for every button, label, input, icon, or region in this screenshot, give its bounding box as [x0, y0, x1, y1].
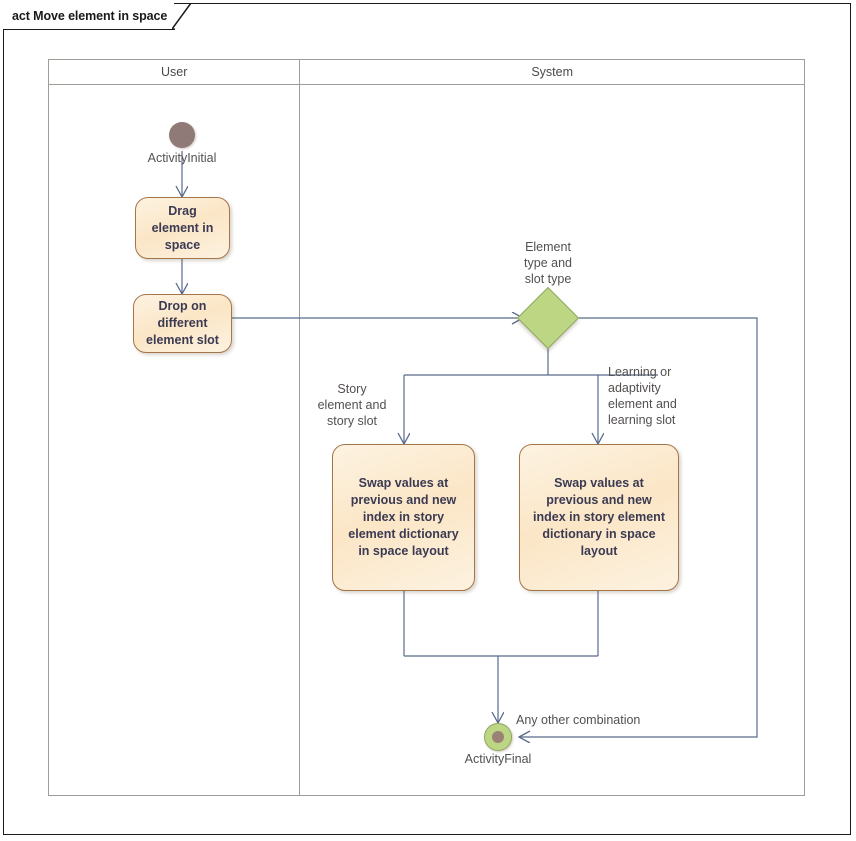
- action-swap-values-learning-label: Swap values at previous and new index in…: [533, 476, 665, 558]
- diagram-title-tab-slant: [172, 3, 202, 30]
- activity-final-inner-dot: [492, 731, 504, 743]
- decision-label: Element type and slot type: [524, 240, 572, 286]
- swimlane-header-row: User System: [48, 59, 805, 85]
- action-swap-values-story[interactable]: Swap values at previous and new index in…: [332, 444, 475, 591]
- action-swap-values-story-label: Swap values at previous and new index in…: [348, 476, 459, 558]
- diagram-title: act Move element in space: [12, 9, 168, 23]
- swimlane-body-user: [49, 85, 301, 795]
- swimlane-header-user[interactable]: User: [49, 60, 301, 84]
- activity-initial-label: ActivityInitial: [147, 151, 217, 165]
- swimlane-header-system-label: System: [531, 65, 574, 79]
- edge-label-other-combination: Any other combination: [516, 713, 641, 727]
- swimlane-header-user-label: User: [160, 65, 188, 79]
- activity-final-node[interactable]: [484, 723, 512, 751]
- action-drag-element-in-space-label: Drag element in space: [151, 203, 214, 252]
- diagram-title-tab-body: act Move element in space: [3, 3, 175, 30]
- swimlane-body-row: [48, 85, 805, 796]
- action-swap-values-learning[interactable]: Swap values at previous and new index in…: [519, 444, 679, 591]
- edge-label-story-branch: Story element and story slot: [317, 382, 387, 428]
- swimlane-header-system[interactable]: System: [300, 60, 804, 84]
- diagram-title-tab: act Move element in space: [3, 3, 175, 30]
- action-drag-element-in-space[interactable]: Drag element in space: [135, 197, 230, 259]
- swimlane-body-system: [300, 85, 804, 795]
- swimlane-grid: User System: [48, 59, 805, 796]
- activity-initial-node[interactable]: [169, 122, 195, 148]
- activity-final-label: ActivityFinal: [464, 752, 532, 766]
- action-drop-on-different-element-slot[interactable]: Drop on different element slot: [133, 294, 232, 353]
- action-drop-on-different-element-slot-label: Drop on different element slot: [146, 299, 219, 347]
- edge-label-learning-branch: Learning or adaptivity element and learn…: [608, 365, 677, 427]
